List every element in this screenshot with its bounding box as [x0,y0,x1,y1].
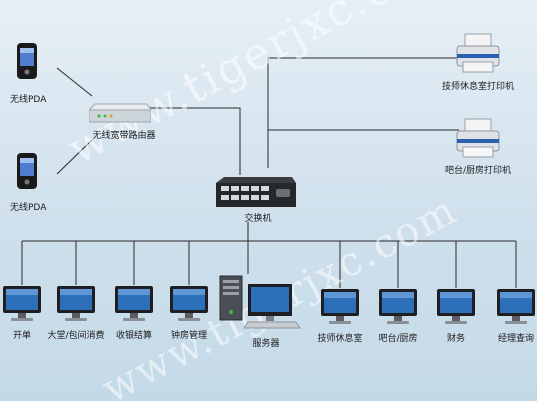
printer-bar-label: 吧台/厨房打印机 [444,166,512,176]
monitor-icon [3,286,41,321]
terminal-label: 开单 [12,331,32,341]
monitor-icon [379,289,417,324]
printer-icon [456,33,500,73]
router-icon [89,103,151,123]
wire-pda2-router [56,139,93,175]
switch-label: 交换机 [244,214,272,224]
terminal-label: 吧台/厨房 [378,334,418,344]
monitor-icon [437,289,475,324]
router-label: 无线宽带路由器 [92,131,156,141]
terminal-label: 技师休息室 [317,334,363,344]
terminal-label: 经理查询 [497,334,535,344]
monitor-icon [57,286,95,321]
wire-switch-printer-tech [267,57,459,168]
terminal-label: 收银结算 [115,331,153,341]
pda-icon [17,153,37,189]
printer-icon [456,118,500,158]
wire-pda1-router [56,67,93,97]
terminal-label: 钟房管理 [170,331,208,341]
pda-icon [17,43,37,79]
server-label: 服务器 [252,339,280,349]
terminal-label: 财务 [446,334,466,344]
monitor-icon [170,286,208,321]
pda-1-label: 无线PDA [10,95,47,105]
wire-router-switch [150,107,241,175]
pda-2-label: 无线PDA [10,203,47,213]
server-icon [219,275,301,329]
monitor-icon [115,286,153,321]
terminal-label: 大堂/包间消费 [47,331,105,341]
monitor-icon [321,289,359,324]
monitor-icon [497,289,535,324]
switch-icon [216,177,296,207]
printer-tech-label: 技师休息室打印机 [441,82,515,92]
